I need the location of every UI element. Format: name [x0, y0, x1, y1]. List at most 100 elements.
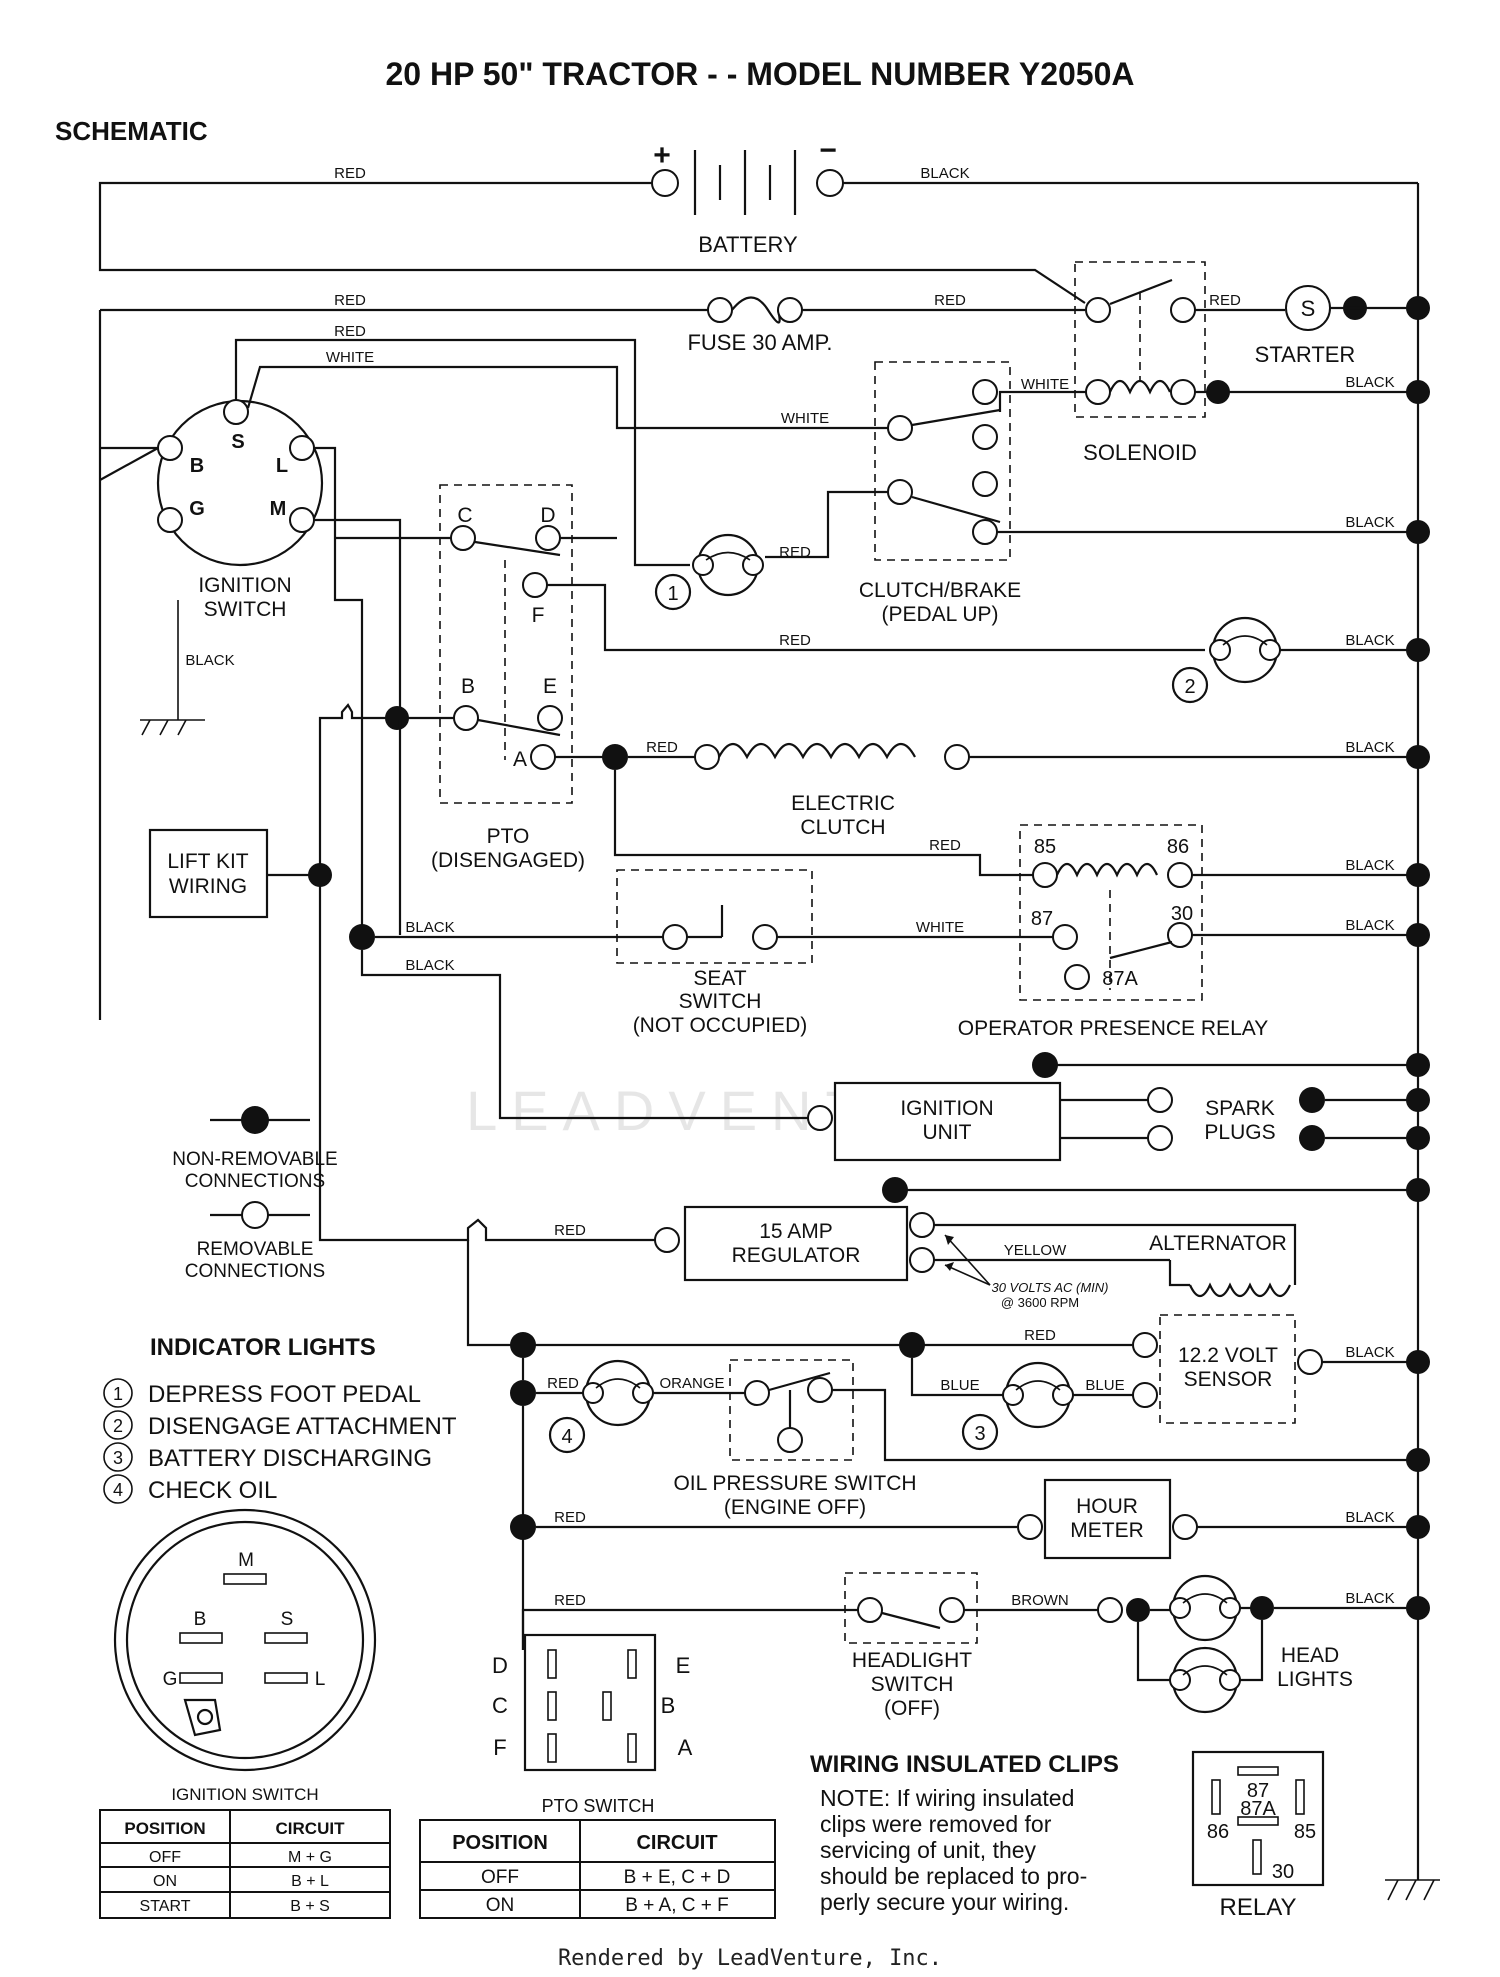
ground-symbol-left [140, 719, 205, 736]
battery [651, 150, 844, 215]
wire-label-white: WHITE [916, 919, 964, 936]
seat-switch-label-2: SWITCH [679, 990, 762, 1013]
hour-meter-box [1043, 1478, 1172, 1560]
wire-label-white: WHITE [781, 410, 829, 427]
ground-symbol-right [1385, 1879, 1440, 1901]
svg-text:3: 3 [113, 1448, 123, 1468]
lift-kit-label-1: LIFT KIT [167, 850, 248, 873]
pto-table-header-position: POSITION [452, 1832, 548, 1854]
ign-table-cell: START [140, 1898, 191, 1915]
ign-g-label: G [189, 498, 205, 520]
pto-switch-face [523, 1633, 657, 1772]
sensor-label-1: 12.2 VOLT [1178, 1344, 1278, 1367]
lift-kit-label-2: WIRING [169, 875, 247, 898]
ign-l-label: L [276, 455, 288, 477]
seat-switch-label-1: SEAT [693, 967, 746, 990]
ignition-unit-label-1: IGNITION [900, 1097, 993, 1120]
wire-label-black: BLACK [1345, 917, 1394, 934]
svg-text:CHECK OIL: CHECK OIL [148, 1477, 277, 1504]
pto-table-cell: ON [486, 1895, 515, 1916]
ignition-switch-label-2: SWITCH [204, 598, 287, 621]
ign-table-header-circuit: CIRCUIT [276, 1819, 346, 1838]
pto-c-label: C [457, 504, 472, 527]
relay-face-label: RELAY [1220, 1894, 1297, 1921]
relay-87-label: 87 [1031, 908, 1053, 930]
ign-table-cell: B + S [290, 1898, 330, 1915]
regulator-box [683, 1205, 909, 1282]
svg-text:DISENGAGE ATTACHMENT: DISENGAGE ATTACHMENT [148, 1413, 457, 1440]
pto-table-cell: B + A, C + F [625, 1895, 729, 1916]
clips-note-line: servicing of unit, they [820, 1837, 1037, 1863]
svg-text:DEPRESS FOOT PEDAL: DEPRESS FOOT PEDAL [148, 1381, 421, 1408]
wire-label-yellow: YELLOW [1004, 1242, 1067, 1259]
relay-face-87: 87 [1247, 1780, 1269, 1802]
wire-label-red: RED [1209, 292, 1241, 309]
wire-label-black: BLACK [185, 652, 234, 669]
page-title: 20 HP 50" TRACTOR - - MODEL NUMBER Y2050… [386, 56, 1135, 92]
pto-table-caption: PTO SWITCH [542, 1796, 655, 1816]
pto-d-label: D [540, 504, 555, 527]
regulator-label-1: 15 AMP [759, 1220, 833, 1243]
ign-m-label: M [270, 498, 287, 520]
solenoid-box [1074, 261, 1206, 418]
svg-text:1: 1 [113, 1384, 123, 1404]
pto-face-f: F [493, 1735, 506, 1760]
wire-label-red: RED [934, 292, 966, 309]
indicator-list-item-4: 4 CHECK OIL [103, 1474, 277, 1504]
clutch-brake-label-1: CLUTCH/BRAKE [859, 579, 1021, 602]
solenoid-label: SOLENOID [1083, 440, 1197, 465]
indicator-lamp-1 [692, 533, 764, 597]
starter-label: STARTER [1255, 342, 1356, 367]
electric-clutch-label-2: CLUTCH [800, 816, 885, 839]
head-light-lower [1169, 1646, 1241, 1714]
relay-face-30: 30 [1272, 1861, 1294, 1883]
operator-presence-relay-box [1019, 824, 1203, 1001]
pto-face-c: C [492, 1693, 508, 1718]
ignition-table-caption: IGNITION SWITCH [171, 1785, 318, 1804]
ignition-switch-table [99, 1809, 391, 1919]
wire-label-red: RED [1024, 1327, 1056, 1344]
wire-label-black: BLACK [1345, 1509, 1394, 1526]
lamp-4-number: 4 [561, 1426, 572, 1448]
ign-table-cell: ON [153, 1873, 177, 1890]
relay-face-87a: 87A [1240, 1798, 1276, 1820]
relay-30-label: 30 [1171, 903, 1193, 925]
svg-text:2: 2 [113, 1416, 123, 1436]
head-light-upper [1169, 1574, 1241, 1642]
ign-b-label: B [190, 455, 204, 477]
pto-table-header-circuit: CIRCUIT [636, 1832, 717, 1854]
wire-label-red: RED [646, 739, 678, 756]
legend-non-removable-1: NON-REMOVABLE [172, 1149, 337, 1170]
alternator-label: ALTERNATOR [1149, 1232, 1287, 1255]
headlight-switch-label-1: HEADLIGHT [852, 1649, 972, 1672]
voltage-sensor-box [1159, 1314, 1296, 1424]
wire-label-red: RED [554, 1509, 586, 1526]
wire-label-red: RED [554, 1592, 586, 1609]
wire-label-red: RED [334, 292, 366, 309]
pto-table-cell: B + E, C + D [624, 1867, 731, 1888]
wire-label-blue: BLUE [940, 1377, 979, 1394]
ignition-switch-face [113, 1508, 377, 1772]
ignition-switch [156, 399, 324, 567]
headlight-switch-box [844, 1572, 978, 1644]
face-b-label: B [194, 1609, 207, 1630]
relay-face-85: 85 [1294, 1821, 1316, 1843]
hour-meter-label-2: METER [1070, 1519, 1144, 1542]
face-m-label: M [238, 1550, 254, 1571]
pto-face-b: B [661, 1693, 676, 1718]
clips-note-line: perly secure your wiring. [820, 1889, 1069, 1915]
wire-label-black: BLACK [1345, 632, 1394, 649]
wire-label-red: RED [779, 544, 811, 561]
clutch-brake-switch-box [874, 361, 1011, 561]
legend-non-removable-2: CONNECTIONS [185, 1171, 325, 1192]
ignition-unit-label-2: UNIT [923, 1121, 972, 1144]
footer-credit: Rendered by LeadVenture, Inc. [558, 1946, 942, 1971]
relay-85-label: 85 [1034, 836, 1056, 858]
lamp-3-number: 3 [974, 1423, 985, 1445]
legend-removable-1: REMOVABLE [197, 1239, 314, 1260]
indicator-list-item-1: 1 DEPRESS FOOT PEDAL [103, 1378, 421, 1408]
wire-label-black: BLACK [405, 957, 454, 974]
alternator-note-2: @ 3600 RPM [1001, 1295, 1079, 1310]
indicator-lamp-3 [1002, 1361, 1074, 1429]
wire-label-black: BLACK [920, 165, 969, 182]
